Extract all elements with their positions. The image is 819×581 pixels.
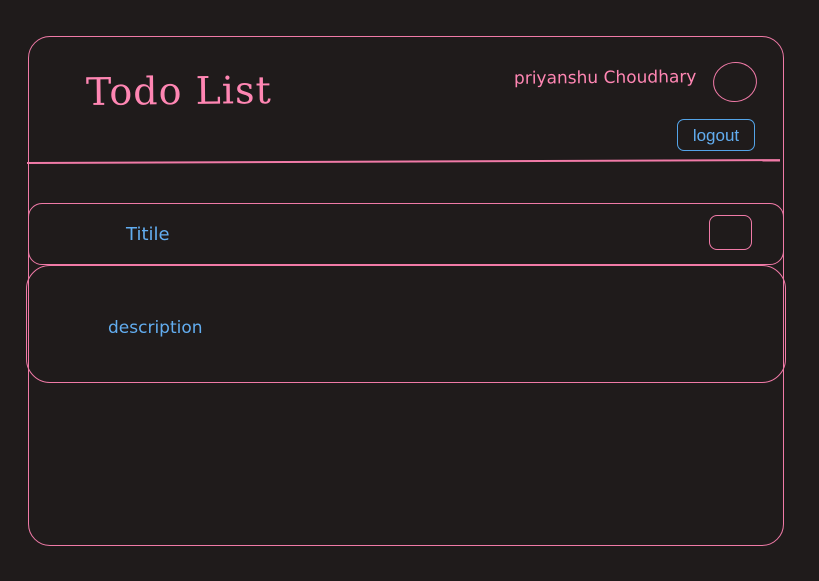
user-name: priyanshu Choudhary <box>513 67 697 89</box>
todo-description: description <box>108 318 203 338</box>
todo-description-box <box>26 265 786 383</box>
todo-complete-checkbox[interactable] <box>709 215 752 250</box>
app-frame <box>28 36 784 546</box>
todo-title: Titile <box>126 224 170 245</box>
page-title: Todo List <box>85 68 272 114</box>
logout-button[interactable]: logout <box>677 119 755 151</box>
todo-title-row <box>28 203 784 265</box>
